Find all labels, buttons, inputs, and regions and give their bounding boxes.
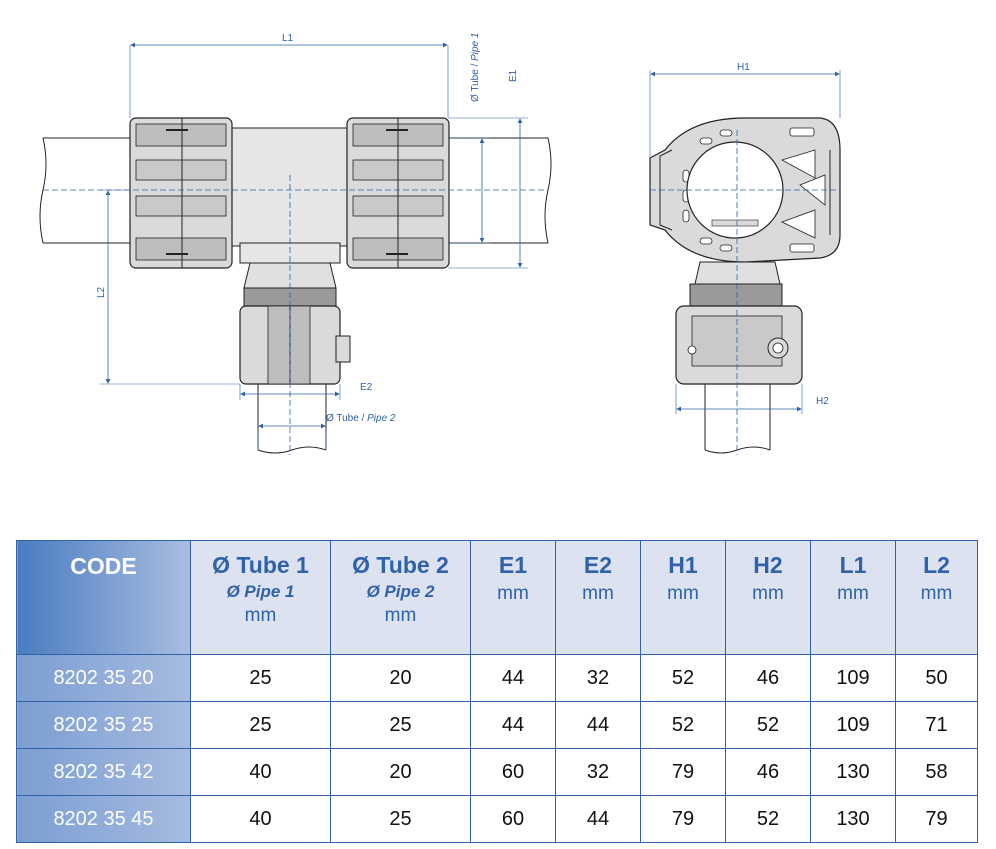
header-l1-main: L1 (839, 552, 867, 578)
header-e2-unit: mm (582, 583, 614, 604)
cell-h2: 46 (725, 748, 811, 796)
cell-l2: 71 (895, 701, 978, 749)
table-header-row: CODE Ø Tube 1 Ø Pipe 1 mm Ø Tube 2 Ø Pip… (16, 540, 978, 655)
dim-label-H2: H2 (816, 396, 829, 407)
cell-h1: 52 (640, 654, 726, 702)
cell-tube1: 40 (190, 795, 331, 843)
header-code: CODE (16, 540, 191, 655)
header-l1-unit: mm (837, 583, 869, 604)
branch-outlet (239, 262, 351, 454)
header-tube2-main: Ø Tube 2 (352, 552, 449, 578)
cell-h2: 46 (725, 654, 811, 702)
header-tube2-unit: mm (384, 605, 417, 626)
cell-e2: 32 (555, 748, 641, 796)
front-view: L1 Ø Tube / Pipe 1 E1 L2 E2 Ø Tube / Pip… (39, 33, 552, 455)
cell-l1: 130 (810, 748, 896, 796)
cell-tube1: 25 (190, 654, 331, 702)
cell-e2: 32 (555, 654, 641, 702)
table-row: 8202 35 25 25 25 44 44 52 52 109 71 (16, 701, 978, 749)
cell-e2: 44 (555, 795, 641, 843)
cell-h2: 52 (725, 795, 811, 843)
cell-tube2: 25 (330, 795, 471, 843)
table-row: 8202 35 45 40 25 60 44 79 52 130 79 (16, 795, 978, 843)
cell-e1: 44 (470, 701, 556, 749)
cell-tube2: 20 (330, 748, 471, 796)
header-tube1-sub: Ø Pipe 1 (226, 582, 295, 601)
cell-l2: 79 (895, 795, 978, 843)
cell-l1: 109 (810, 701, 896, 749)
header-e2-main: E2 (583, 552, 613, 578)
header-h2-unit: mm (752, 583, 784, 604)
cell-tube1: 25 (190, 701, 331, 749)
dim-label-E2: E2 (360, 382, 373, 393)
header-l2-main: L2 (923, 552, 950, 578)
cell-h1: 52 (640, 701, 726, 749)
header-tube1-main: Ø Tube 1 (212, 552, 309, 578)
table-row: 8202 35 20 25 20 44 32 52 46 109 50 (16, 654, 978, 702)
cell-h1: 79 (640, 748, 726, 796)
cell-e2: 44 (555, 701, 641, 749)
table-row: 8202 35 42 40 20 60 32 79 46 130 58 (16, 748, 978, 796)
cell-h2: 52 (725, 701, 811, 749)
cell-code: 8202 35 45 (16, 795, 191, 843)
cell-tube2: 25 (330, 701, 471, 749)
header-tube1: Ø Tube 1 Ø Pipe 1 mm (190, 540, 331, 655)
cell-l1: 109 (810, 654, 896, 702)
header-e1: E1 mm (470, 540, 556, 655)
cell-e1: 60 (470, 748, 556, 796)
right-coupling (346, 117, 450, 269)
cell-tube2: 20 (330, 654, 471, 702)
header-e2: E2 mm (555, 540, 641, 655)
technical-drawing: L1 Ø Tube / Pipe 1 E1 L2 E2 Ø Tube / Pip… (39, 33, 841, 455)
dim-label-L1: L1 (282, 33, 294, 44)
cell-e1: 60 (470, 795, 556, 843)
cell-code: 8202 35 20 (16, 654, 191, 702)
cell-l2: 50 (895, 654, 978, 702)
cell-tube1: 40 (190, 748, 331, 796)
header-l2-unit: mm (920, 583, 953, 604)
header-h2-main: H2 (753, 552, 783, 578)
header-e1-unit: mm (497, 583, 529, 604)
cell-e1: 44 (470, 654, 556, 702)
cell-code: 8202 35 42 (16, 748, 191, 796)
dim-label-E1: E1 (508, 69, 519, 82)
left-coupling (129, 117, 233, 269)
cell-l1: 130 (810, 795, 896, 843)
dim-label-L2: L2 (96, 286, 107, 298)
cell-code: 8202 35 25 (16, 701, 191, 749)
header-h1: H1 mm (640, 540, 726, 655)
dimensions-table: CODE Ø Tube 1 Ø Pipe 1 mm Ø Tube 2 Ø Pip… (16, 540, 978, 843)
header-l2: L2 mm (895, 540, 978, 655)
header-h1-unit: mm (667, 583, 699, 604)
header-tube2: Ø Tube 2 Ø Pipe 2 mm (330, 540, 471, 655)
header-h1-main: H1 (668, 552, 698, 578)
cell-l2: 58 (895, 748, 978, 796)
cell-h1: 79 (640, 795, 726, 843)
header-e1-main: E1 (498, 552, 528, 578)
side-view: H1 H2 (649, 62, 841, 455)
dim-label-H1: H1 (737, 62, 750, 73)
header-tube1-unit: mm (244, 605, 277, 626)
header-l1: L1 mm (810, 540, 896, 655)
dim-label-pipe2: Ø Tube / Pipe 2 (326, 413, 396, 424)
dim-label-pipe1: Ø Tube / Pipe 1 (470, 33, 481, 103)
header-h2: H2 mm (725, 540, 811, 655)
header-tube2-sub: Ø Pipe 2 (366, 582, 435, 601)
